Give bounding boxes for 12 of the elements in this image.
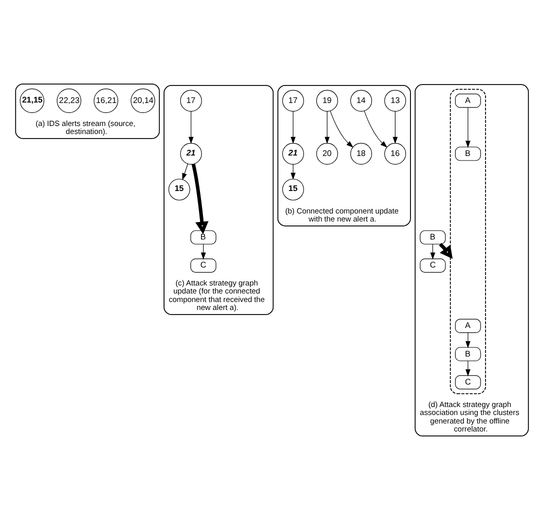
arrow <box>290 111 296 144</box>
arrow <box>465 332 470 348</box>
cluster <box>450 88 486 394</box>
arrow <box>364 110 388 148</box>
arrow <box>192 164 208 234</box>
arrow <box>182 164 188 180</box>
arrow <box>465 107 470 148</box>
arrow <box>330 110 354 148</box>
arrow <box>324 111 330 144</box>
arrow <box>188 111 194 144</box>
arrow <box>392 111 398 144</box>
arrow <box>465 360 470 376</box>
